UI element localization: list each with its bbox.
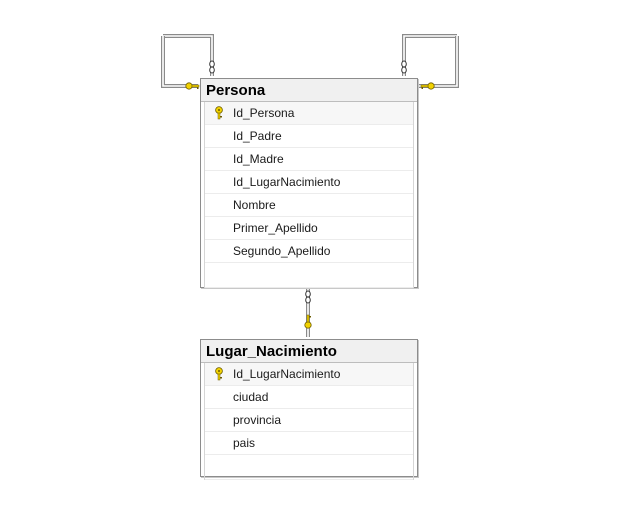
self-relation-right[interactable]	[401, 34, 459, 90]
column-name: Id_Persona	[233, 106, 295, 120]
column-row-id-padre[interactable]: Id_Padre	[205, 125, 413, 148]
table-title[interactable]: Lugar_Nacimiento	[201, 340, 417, 363]
infinity-icon	[209, 60, 215, 74]
table-title[interactable]: Persona	[201, 79, 417, 102]
column-name: Nombre	[233, 198, 276, 212]
key-icon	[185, 82, 200, 90]
column-name: ciudad	[233, 390, 269, 404]
column-row-provincia[interactable]: provincia	[205, 409, 413, 432]
column-row-id-persona[interactable]: Id_Persona	[205, 102, 413, 125]
column-name: Id_LugarNacimiento	[233, 175, 341, 189]
column-row-empty[interactable]	[205, 263, 413, 288]
table-persona[interactable]: Persona Id_Persona Id_Padre Id_Madre Id_…	[200, 78, 418, 288]
infinity-icon	[305, 290, 311, 304]
column-list: Id_Persona Id_Padre Id_Madre Id_LugarNac…	[204, 102, 414, 288]
column-name: pais	[233, 436, 256, 450]
column-row-id-madre[interactable]: Id_Madre	[205, 148, 413, 171]
column-name: Id_LugarNacimiento	[233, 367, 341, 381]
column-name: Segundo_Apellido	[233, 244, 331, 258]
column-row-empty[interactable]	[205, 455, 413, 480]
key-icon	[420, 82, 435, 90]
key-icon	[304, 314, 312, 329]
column-row-nombre[interactable]: Nombre	[205, 194, 413, 217]
column-row-id-lugarnacimiento[interactable]: Id_LugarNacimiento	[205, 171, 413, 194]
key-icon	[215, 106, 223, 120]
column-name: provincia	[233, 413, 282, 427]
column-row-id-lugarnacimiento[interactable]: Id_LugarNacimiento	[205, 363, 413, 386]
column-row-pais[interactable]: pais	[205, 432, 413, 455]
column-name: Id_Madre	[233, 152, 284, 166]
column-row-segundo-apellido[interactable]: Segundo_Apellido	[205, 240, 413, 263]
key-icon	[215, 367, 223, 381]
relation-persona-lugar[interactable]	[304, 288, 312, 337]
column-name: Id_Padre	[233, 129, 282, 143]
table-lugar-nacimiento[interactable]: Lugar_Nacimiento Id_LugarNacimiento ciud…	[200, 339, 418, 480]
column-name: Primer_Apellido	[233, 221, 318, 235]
column-list: Id_LugarNacimiento ciudad provincia pais	[204, 363, 414, 480]
column-row-ciudad[interactable]: ciudad	[205, 386, 413, 409]
infinity-icon	[401, 60, 407, 74]
self-relation-left[interactable]	[161, 34, 215, 90]
column-row-primer-apellido[interactable]: Primer_Apellido	[205, 217, 413, 240]
